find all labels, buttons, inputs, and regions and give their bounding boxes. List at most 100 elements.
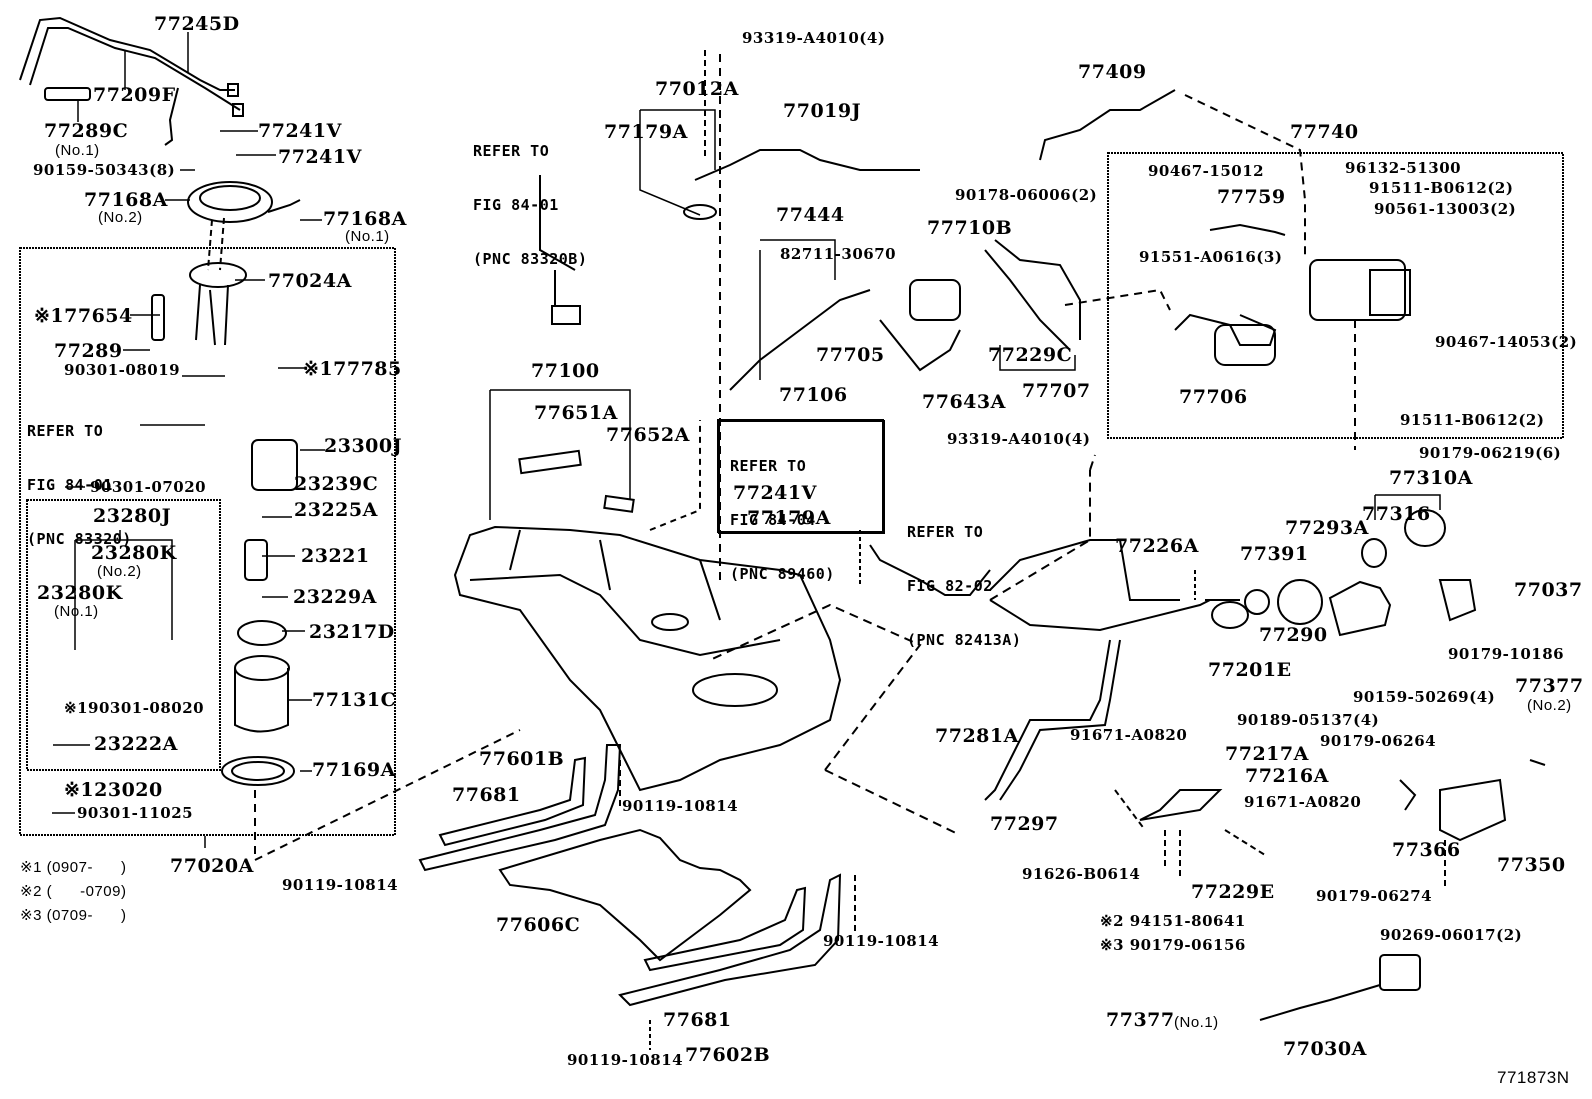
part-label-77651A[interactable]: 77651A <box>534 402 618 424</box>
part-label-190301-08020[interactable]: ※190301-08020 <box>64 699 205 717</box>
part-label-77606C[interactable]: 77606C <box>496 914 581 936</box>
part-label-77168A-no2[interactable]: 77168A <box>84 189 168 211</box>
part-label-77217A[interactable]: 77217A <box>1225 743 1309 765</box>
part-label-77643A[interactable]: 77643A <box>922 391 1006 413</box>
part-label-23229A[interactable]: 23229A <box>293 586 377 608</box>
part-label-23222A[interactable]: 23222A <box>94 733 178 755</box>
part-label-77377-no1[interactable]: 77377 <box>1106 1009 1175 1031</box>
part-label-77281A[interactable]: 77281A <box>935 725 1019 747</box>
part-label-77601B[interactable]: 77601B <box>479 748 565 770</box>
part-label-93319-A4010-mid[interactable]: 93319-A4010(4) <box>947 430 1091 448</box>
part-label-77241V-1[interactable]: 77241V <box>258 120 342 142</box>
part-label-23217D[interactable]: 23217D <box>309 621 395 643</box>
part-label-77681-b[interactable]: 77681 <box>663 1009 732 1031</box>
part-label-77020A[interactable]: 77020A <box>170 855 254 877</box>
part-label-77409[interactable]: 77409 <box>1078 61 1147 83</box>
part-label-91671-A0820-b[interactable]: 91671-A0820 <box>1244 793 1362 811</box>
part-label-77168A-no1[interactable]: 77168A <box>323 208 407 230</box>
part-label-77012A[interactable]: 77012A <box>655 78 739 100</box>
reference-line: (PNC 83320) <box>27 530 132 548</box>
part-label-77710B[interactable]: 77710B <box>927 217 1013 239</box>
part-label-77245D[interactable]: 77245D <box>154 13 240 35</box>
part-label-23280J[interactable]: 23280J <box>93 505 172 527</box>
part-label-77100[interactable]: 77100 <box>531 360 600 382</box>
part-label-90189-05137[interactable]: 90189-05137(4) <box>1237 711 1380 729</box>
part-label-77391[interactable]: 77391 <box>1240 543 1309 565</box>
part-label-77759[interactable]: 77759 <box>1217 186 1286 208</box>
part-label-90119-10814-d[interactable]: 90119-10814 <box>567 1051 684 1069</box>
part-label-77293A[interactable]: 77293A <box>1285 517 1369 539</box>
part-label-90301-07020[interactable]: 90301-07020 <box>90 478 207 496</box>
part-label-90301-08019[interactable]: 90301-08019 <box>64 361 181 379</box>
part-label-77106[interactable]: 77106 <box>779 384 848 406</box>
part-label-90269-06017[interactable]: 90269-06017(2) <box>1380 926 1523 944</box>
part-label-90119-10814-a[interactable]: 90119-10814 <box>622 797 739 815</box>
part-label-96132-51300[interactable]: 96132-51300 <box>1345 159 1462 177</box>
part-label-90301-11025[interactable]: 90301-11025 <box>77 804 194 822</box>
part-label-77131C[interactable]: 77131C <box>312 689 397 711</box>
part-label-77705[interactable]: 77705 <box>816 344 885 366</box>
part-label-91511-B0612-bot[interactable]: 91511-B0612(2) <box>1400 411 1545 429</box>
part-label-77201E[interactable]: 77201E <box>1208 659 1292 681</box>
part-label-90467-14053[interactable]: 90467-14053(2) <box>1435 333 1578 351</box>
part-label-77241V-2[interactable]: 77241V <box>278 146 362 168</box>
part-label-23239C[interactable]: 23239C <box>294 473 379 495</box>
part-label-77290[interactable]: 77290 <box>1259 624 1328 646</box>
part-label-90467-15012[interactable]: 90467-15012 <box>1148 162 1265 180</box>
part-label-91551-A0616[interactable]: 91551-A0616(3) <box>1139 248 1283 266</box>
part-label-77241V-3[interactable]: 77241V <box>733 482 817 504</box>
part-label-77444[interactable]: 77444 <box>776 204 845 226</box>
part-label-90119-10814-b[interactable]: 90119-10814 <box>282 876 399 894</box>
part-label-77229E[interactable]: 77229E <box>1191 881 1275 903</box>
part-label-77707[interactable]: 77707 <box>1022 380 1091 402</box>
part-label-77289[interactable]: 77289 <box>54 340 123 362</box>
part-label-91671-A0820-a[interactable]: 91671-A0820 <box>1070 726 1188 744</box>
part-label-91626-B0614[interactable]: 91626-B0614 <box>1022 865 1141 883</box>
part-label-77652A[interactable]: 77652A <box>606 424 690 446</box>
part-label-82711-30670[interactable]: 82711-30670 <box>780 245 897 263</box>
part-label-77030A[interactable]: 77030A <box>1283 1038 1367 1060</box>
part-label-77209F[interactable]: 77209F <box>93 84 176 106</box>
part-label-90179-06274[interactable]: 90179-06274 <box>1316 887 1433 905</box>
part-label-23300J[interactable]: 23300J <box>324 435 403 457</box>
part-label-77377-no2[interactable]: 77377 <box>1515 675 1584 697</box>
part-label-94151-80641[interactable]: ※2 94151-80641 <box>1100 912 1246 930</box>
part-label-90179-06264[interactable]: 90179-06264 <box>1320 732 1437 750</box>
part-label-91511-B0612-top[interactable]: 91511-B0612(2) <box>1369 179 1514 197</box>
part-label-77289C[interactable]: 77289C <box>44 120 129 142</box>
part-label-77366[interactable]: 77366 <box>1392 839 1461 861</box>
part-label-77681-a[interactable]: 77681 <box>452 784 521 806</box>
part-label-77024A[interactable]: 77024A <box>268 270 352 292</box>
part-label-90119-10814-c[interactable]: 90119-10814 <box>823 932 940 950</box>
part-label-77297[interactable]: 77297 <box>990 813 1059 835</box>
part-label-23225A[interactable]: 23225A <box>294 499 378 521</box>
part-label-77706[interactable]: 77706 <box>1179 386 1248 408</box>
part-label-77019J[interactable]: 77019J <box>783 100 862 122</box>
part-label-23280K-no2[interactable]: 23280K <box>91 542 177 564</box>
part-label-77740[interactable]: 77740 <box>1290 121 1359 143</box>
part-label-90159-50343[interactable]: 90159-50343(8) <box>33 161 176 179</box>
part-label-123020[interactable]: ※123020 <box>64 779 163 801</box>
part-label-77350[interactable]: 77350 <box>1497 854 1566 876</box>
part-label-77226A[interactable]: 77226A <box>1115 535 1199 557</box>
part-label-90159-50269[interactable]: 90159-50269(4) <box>1353 688 1496 706</box>
part-label-93319-A4010-top[interactable]: 93319-A4010(4) <box>742 29 886 47</box>
part-label-177785[interactable]: ※177785 <box>303 358 402 380</box>
part-label-23221[interactable]: 23221 <box>301 545 370 567</box>
part-label-90179-06156[interactable]: ※3 90179-06156 <box>1100 936 1246 954</box>
part-label-90179-10186[interactable]: 90179-10186 <box>1448 645 1565 663</box>
part-label-90178-06006[interactable]: 90178-06006(2) <box>955 186 1098 204</box>
part-label-77310A[interactable]: 77310A <box>1389 467 1473 489</box>
part-label-77602B[interactable]: 77602B <box>685 1044 771 1066</box>
part-label-90179-06219[interactable]: 90179-06219(6) <box>1419 444 1562 462</box>
part-label-77169A[interactable]: 77169A <box>312 759 396 781</box>
part-label-77216A[interactable]: 77216A <box>1245 765 1329 787</box>
part-label-177654[interactable]: ※177654 <box>34 305 133 327</box>
part-label-23280K-no1[interactable]: 23280K <box>37 582 123 604</box>
part-label-90561-13003[interactable]: 90561-13003(2) <box>1374 200 1517 218</box>
part-label-77037[interactable]: 77037 <box>1514 579 1583 601</box>
part-label-77179A-top[interactable]: 77179A <box>604 121 688 143</box>
part-label-77179A-mid[interactable]: 77179A <box>747 507 831 529</box>
part-label-77229C[interactable]: 77229C <box>988 344 1073 366</box>
part-label-77316[interactable]: 77316 <box>1362 503 1431 525</box>
